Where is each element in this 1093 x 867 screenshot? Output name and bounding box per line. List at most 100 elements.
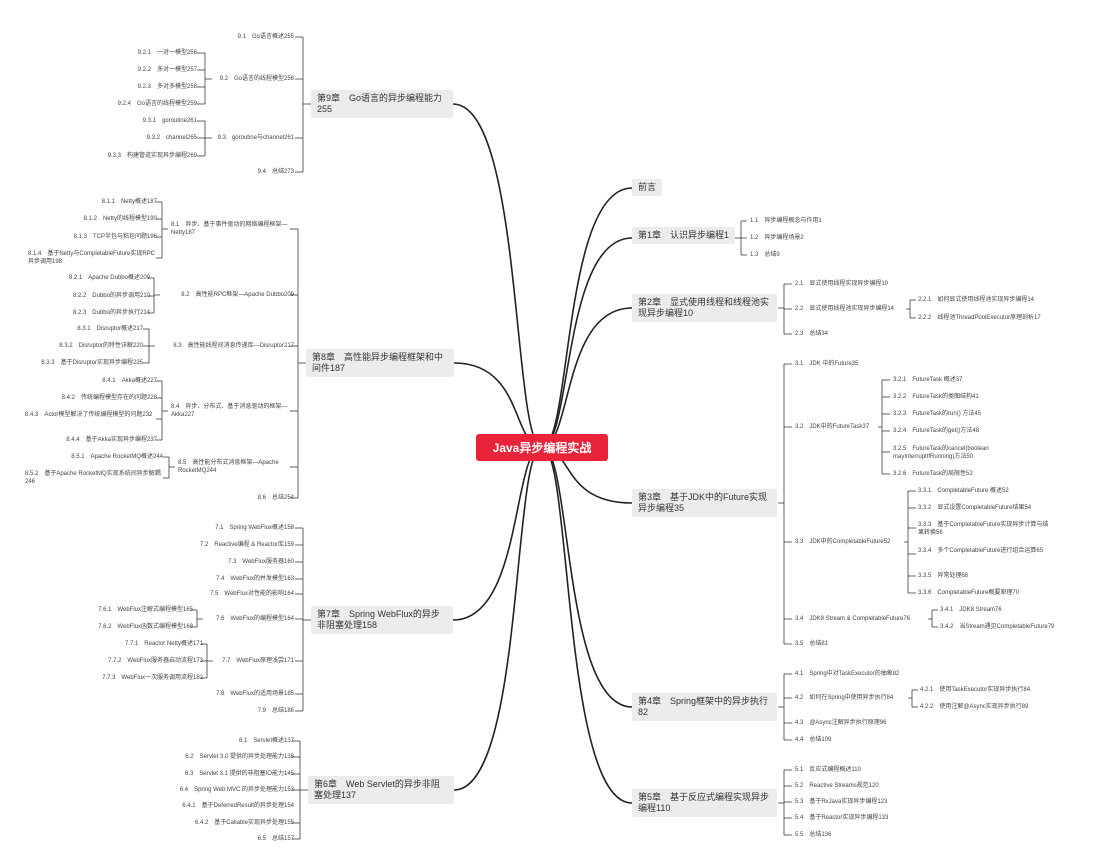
- topic-9-2-1[interactable]: 9.2.1 一对一模型256: [137, 50, 197, 56]
- topic-8-3-2[interactable]: 8.3.2 Disruptor的特性详解220: [59, 343, 143, 349]
- topic-7-6-1[interactable]: 7.6.1 WebFlux注解式编程模型165: [98, 607, 193, 613]
- topic-3-3-6[interactable]: 3.3.6 CompletableFuture概要原理70: [918, 590, 1020, 596]
- topic-6-3[interactable]: 6.3 Servlet 3.1 提供的非阻塞IO能力145: [184, 771, 294, 777]
- topic-8-2-1[interactable]: 8.2.1 Apache Dubbo概述209: [68, 275, 150, 281]
- topic-4-2-2[interactable]: 4.2.2 使用注解@Async实现异步执行89: [920, 704, 1029, 710]
- topic-8-3[interactable]: 8.3 高性能线程间消息传递库—Disruptor217: [173, 343, 294, 349]
- branch-chapter-4[interactable]: 第4章 Spring框架中的异步执行82: [632, 693, 777, 721]
- branch-chapter-1[interactable]: 第1章 认识异步编程1: [632, 227, 736, 244]
- topic-8-4-4[interactable]: 8.4.4 基于Akka实现异步编程237: [66, 437, 157, 443]
- topic-3-3[interactable]: 3.3 JDK中的CompletableFuture52: [795, 539, 891, 545]
- topic-1-1[interactable]: 1.1 异步编程概念与作用1: [750, 218, 822, 224]
- topic-3-2-3[interactable]: 3.2.3 FutureTask的run() 方法45: [893, 411, 982, 417]
- topic-5-1[interactable]: 5.1 反应式编程概述110: [795, 767, 861, 773]
- topic-9-3-1[interactable]: 9.3.1 goroutine261: [142, 118, 197, 124]
- topic-9-3-2[interactable]: 9.3.2 channel265: [146, 135, 197, 141]
- topic-3-2-4[interactable]: 3.2.4 FutureTask的get()方法48: [893, 428, 980, 434]
- topic-4-4[interactable]: 4.4 总结109: [795, 737, 832, 743]
- topic-8-4[interactable]: 8.4 异步、分布式、基于消息驱动的框架—Akka227: [171, 404, 288, 418]
- branch-chapter-3[interactable]: 第3章 基于JDK中的Future实现异步编程35: [632, 489, 777, 517]
- topic-2-2[interactable]: 2.2 显式使用线程池实现异步编程14: [795, 306, 895, 312]
- topic-3-4[interactable]: 3.4 JDK8 Stream & CompletableFuture76: [795, 616, 911, 622]
- topic-7-1[interactable]: 7.1 Spring WebFlux概述158: [215, 525, 294, 531]
- topic-3-3-4[interactable]: 3.3.4 多个CompletableFuture进行组合运算65: [918, 548, 1044, 554]
- topic-8-1-1[interactable]: 8.1.1 Netty概述187: [101, 199, 157, 205]
- topic-8-5[interactable]: 8.5 高性能分布式消息框架—Apache RocketMQ244: [178, 460, 279, 474]
- topic-2-3[interactable]: 2.3 总结34: [795, 331, 829, 337]
- topic-7-7-3[interactable]: 7.7.3 WebFlux一次服务调用流程182: [102, 675, 203, 681]
- topic-8-2-3[interactable]: 8.2.3 Dubbo的异步执行214: [72, 310, 150, 316]
- topic-4-2[interactable]: 4.2 如何在Spring中使用异步执行84: [795, 695, 894, 701]
- topic-3-2-6[interactable]: 3.2.6 FutureTask的局限性52: [893, 471, 973, 477]
- topic-8-2-2[interactable]: 8.2.2 Dubbo的异步调用210: [72, 293, 150, 299]
- topic-4-3[interactable]: 4.3 @Async注解异步执行原理96: [795, 720, 887, 726]
- topic-6-4[interactable]: 6.4 Spring Web MVC 的异步处理能力153: [179, 787, 294, 793]
- topic-7-7-1[interactable]: 7.7.1 Reactor Netty概述171: [124, 641, 203, 647]
- topic-8-2[interactable]: 8.2 高性能RPC框架—Apache Dubbo209: [181, 292, 294, 298]
- topic-3-5[interactable]: 3.5 总结81: [795, 641, 829, 647]
- topic-7-7[interactable]: 7.7 WebFlux原理浅尝171: [222, 658, 294, 664]
- branch-chapter-8[interactable]: 第8章 高性能异步编程框架和中间件187: [306, 349, 454, 377]
- topic-9-2-2[interactable]: 9.2.2 多对一模型257: [137, 67, 197, 73]
- topic-3-2-2[interactable]: 3.2.2 FutureTask的类图结构41: [893, 394, 979, 400]
- topic-9-3[interactable]: 9.3 goroutine与channel261: [217, 135, 294, 141]
- topic-3-4-2[interactable]: 3.4.2 当Stream遇见CompletableFuture79: [940, 624, 1055, 630]
- topic-6-4-2[interactable]: 6.4.2 基于Callable实现异步处理155: [194, 820, 294, 826]
- topic-3-3-2[interactable]: 3.3.2 显式设置CompletableFuture结果54: [918, 505, 1032, 511]
- topic-6-5[interactable]: 6.5 总结157: [257, 836, 294, 842]
- topic-7-6[interactable]: 7.6 WebFlux的编程模型164: [216, 616, 294, 622]
- topic-9-2[interactable]: 9.2 Go语言的线程模型256: [219, 76, 294, 82]
- topic-2-2-1[interactable]: 2.2.1 如何显式使用线程池实现异步编程14: [918, 297, 1035, 303]
- topic-2-2-2[interactable]: 2.2.2 线程池ThreadPoolExecutor原理剖析17: [918, 315, 1041, 321]
- topic-3-2[interactable]: 3.2 JDK中的FutureTask37: [795, 424, 870, 430]
- topic-8-4-1[interactable]: 8.4.1 Akka概述227: [102, 378, 157, 384]
- topic-2-1[interactable]: 2.1 显式使用线程实现异步编程10: [795, 281, 889, 287]
- topic-8-4-3[interactable]: 8.4.3 Actor模型解决了传统编程模型的问题232: [25, 412, 153, 418]
- topic-6-2[interactable]: 6.2 Servlet 3.0 提供的异步处理能力138: [185, 754, 294, 760]
- topic-9-4[interactable]: 9.4 总结273: [257, 169, 294, 175]
- topic-8-5-1[interactable]: 8.5.1 Apache RocketMQ概述244: [71, 454, 163, 460]
- topic-3-2-5[interactable]: 3.2.5 FutureTask的cancel(boolean mayInter…: [893, 446, 989, 460]
- topic-8-6[interactable]: 8.6 总结254: [257, 495, 294, 501]
- topic-3-4-1[interactable]: 3.4.1 JDK8 Stream76: [940, 607, 1002, 613]
- topic-1-3[interactable]: 1.3 总结9: [750, 252, 780, 258]
- topic-8-1-4[interactable]: 8.1.4 基于Netty与CompletableFuture实现RPC异步调用…: [28, 251, 156, 265]
- topic-8-3-1[interactable]: 8.3.1 Disruptor概述217: [77, 326, 143, 332]
- topic-3-1[interactable]: 3.1 JDK 中的Future35: [795, 361, 859, 367]
- root-topic[interactable]: Java异步编程实战: [476, 434, 608, 461]
- topic-8-1[interactable]: 8.1 异步、基于事件驱动的网络编程框架—Netty187: [171, 222, 288, 236]
- topic-4-2-1[interactable]: 4.2.1 使用TaskExecutor实现异步执行84: [920, 687, 1031, 693]
- topic-6-1[interactable]: 6.1 Servlet概述137: [238, 738, 294, 744]
- topic-6-4-1[interactable]: 6.4.1 基于DeferredResult的异步处理154: [182, 803, 294, 809]
- topic-8-1-2[interactable]: 8.1.2 Netty的线程模型190: [83, 216, 157, 222]
- topic-8-4-2[interactable]: 8.4.2 传统编程模型存在的问题228: [61, 395, 157, 401]
- topic-3-2-1[interactable]: 3.2.1 FutureTask 概述37: [893, 377, 963, 383]
- topic-7-5[interactable]: 7.5 WebFlux对性能的影响164: [210, 591, 294, 597]
- branch-chapter-7[interactable]: 第7章 Spring WebFlux的异步非阻塞处理158: [311, 606, 453, 634]
- topic-7-6-2[interactable]: 7.6.2 WebFlux函数式编程模型168: [98, 624, 193, 630]
- topic-9-2-3[interactable]: 9.2.3 多对多模型258: [137, 84, 197, 90]
- topic-7-2[interactable]: 7.2 Reactive编程 & Reactor库159: [199, 542, 294, 548]
- topic-8-5-2[interactable]: 8.5.2 基于Apache RocketMQ实现系统间异步解耦246: [25, 471, 161, 485]
- topic-8-1-3[interactable]: 8.1.3 TCP半包与粘包问题196: [73, 234, 157, 240]
- branch-preface[interactable]: 前言: [632, 179, 663, 196]
- branch-chapter-2[interactable]: 第2章 显式使用线程和线程池实现异步编程10: [632, 294, 777, 322]
- branch-chapter-5[interactable]: 第5章 基于反应式编程实现异步编程110: [632, 789, 777, 817]
- topic-9-3-3[interactable]: 9.3.3 构建管道实现异步编程269: [107, 153, 197, 159]
- topic-3-3-3[interactable]: 3.3.3 基于CompletableFuture实现异步计算与结果转换56: [918, 522, 1049, 536]
- topic-7-7-2[interactable]: 7.7.2 WebFlux服务器启动流程173: [108, 658, 203, 664]
- topic-5-5[interactable]: 5.5 总结136: [795, 832, 832, 838]
- topic-7-8[interactable]: 7.8 WebFlux的适用场景185: [216, 691, 294, 697]
- topic-5-3[interactable]: 5.3 基于RxJava实现异步编程123: [795, 799, 888, 805]
- topic-1-2[interactable]: 1.2 异步编程场景2: [750, 235, 804, 241]
- topic-9-1[interactable]: 9.1 Go语言概述255: [237, 34, 294, 40]
- topic-5-4[interactable]: 5.4 基于Reactor实现异步编程133: [795, 815, 889, 821]
- branch-chapter-6[interactable]: 第6章 Web Servlet的异步非阻塞处理137: [308, 776, 454, 804]
- topic-8-3-3[interactable]: 8.3.3 基于Disruptor实现异步编程225: [41, 360, 143, 366]
- topic-7-3[interactable]: 7.3 WebFlux服务器160: [228, 559, 294, 565]
- topic-7-9[interactable]: 7.9 总结186: [257, 708, 294, 714]
- topic-3-3-5[interactable]: 3.3.5 异常处理68: [918, 573, 969, 579]
- topic-9-2-4[interactable]: 9.2.4 Go语言的线程模型259: [117, 101, 197, 107]
- topic-3-3-1[interactable]: 3.3.1 CompletableFuture 概述52: [918, 488, 1009, 494]
- topic-5-2[interactable]: 5.2 Reactive Streams规范120: [795, 783, 879, 789]
